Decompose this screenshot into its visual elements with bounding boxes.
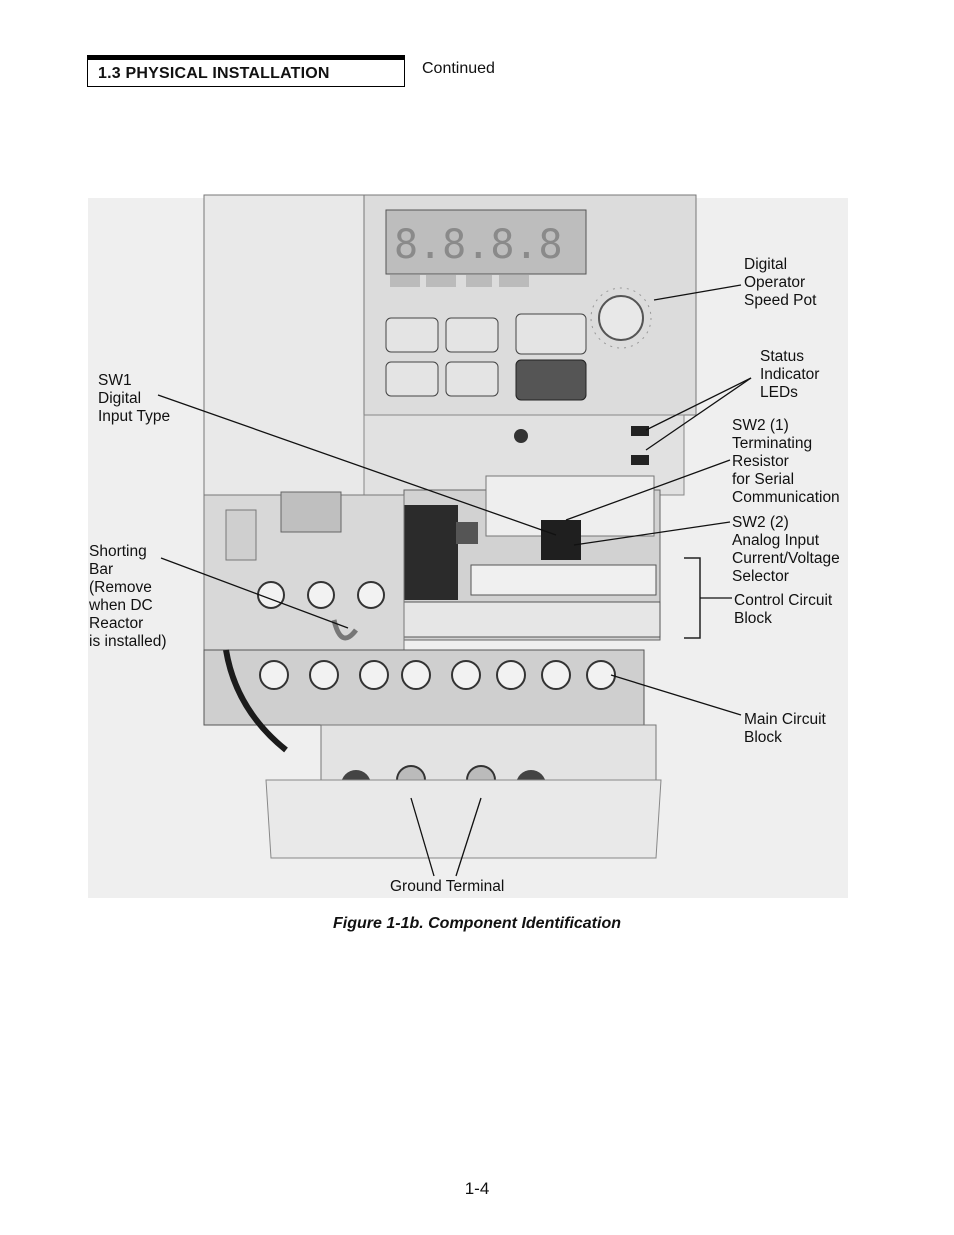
label-sw2-1: SW2 (1) Terminating Resistor for Serial … [732, 417, 840, 506]
control-terminal-row-1 [470, 564, 657, 596]
label-main-circuit: Main Circuit Block [744, 711, 826, 746]
page-number: 1-4 [464, 1179, 490, 1198]
inverter-illustration: 8.8.8.8 [88, 194, 848, 898]
component-figure: 8.8.8.8 [86, 190, 856, 902]
control-terminal-row-2 [403, 601, 661, 638]
label-sw2-2: SW2 (2) Analog Input Current/Voltage Sel… [732, 514, 840, 585]
figure-caption: Figure 1-1b. Component Identification [333, 915, 621, 932]
label-ground-terminal: Ground Terminal [390, 878, 505, 895]
section-heading: 1.3 PHYSICAL INSTALLATION [87, 55, 405, 87]
leader-lines [157, 284, 752, 877]
label-status-leds: Status Indicator LEDs [760, 348, 820, 401]
svg-text:8.8.8.8: 8.8.8.8 [394, 222, 563, 268]
main-terminal-screws [257, 581, 616, 690]
section-title: 1.3 PHYSICAL INSTALLATION [98, 65, 330, 82]
indicator-row-1 [390, 275, 529, 287]
continued-label: Continued [422, 60, 495, 77]
label-control-circuit: Control Circuit Block [734, 592, 833, 627]
label-shorting-bar: Shorting Bar (Remove when DC Reactor is … [89, 543, 167, 650]
label-sw1: SW1 Digital Input Type [98, 372, 171, 425]
label-digital-operator: Digital Operator Speed Pot [744, 256, 817, 309]
